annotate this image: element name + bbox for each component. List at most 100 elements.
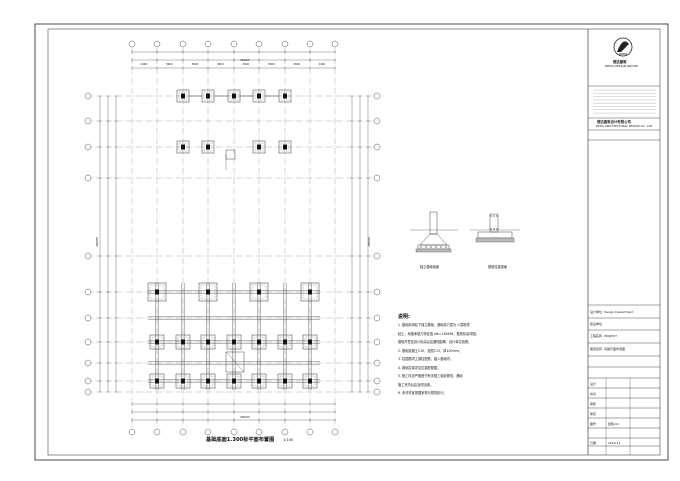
axis-bubble [373,288,381,296]
axis-bubble [373,143,381,151]
title-block-label: 设计单位 [590,310,603,314]
dim-left-total: 38600 [94,237,99,247]
axis-bubble [84,377,92,385]
note-line: 4. 基础拉梁详见拉梁配筋图。 [398,365,441,370]
footing-large [175,334,191,350]
column-stub [257,289,261,295]
column-stub [232,339,236,345]
footing-edge [253,375,265,387]
title-block-value: 基础平面布置图 [604,347,626,351]
axis-bubble [281,40,289,48]
note-line: 3. 柱插筋同上部柱配筋，锚入基础内。 [398,357,454,361]
footing-edge [304,336,316,348]
footing-edge [202,375,214,387]
footing-edge [279,336,291,348]
axis-bubble [84,288,92,296]
axis-bubble [373,388,381,396]
plan-scale: 1:100 [283,437,294,442]
rebar-dot [493,215,495,217]
column-stub [181,378,185,384]
footing-large [149,373,165,389]
footing-small [252,140,266,154]
title-block-label: 设计 [590,382,597,386]
rebar-dot [490,228,492,230]
column-stub [155,339,159,345]
column-stub [181,339,185,345]
rebar-dot [490,215,492,217]
pit [225,149,236,160]
column-stub [308,289,312,295]
footing-edge [177,336,189,348]
axis-bubble [306,428,314,436]
rebar-dot [430,246,432,248]
section-cushion [415,248,452,253]
column-stub [257,93,261,99]
footing-edge [279,375,291,387]
rebar-dot [496,215,498,217]
column-stub [155,289,159,295]
column-stub [155,378,159,384]
dim-segment-label: 3600 [191,63,199,66]
dim-segment-label: 3600 [268,63,275,66]
axis-bubble [84,359,92,367]
column-stub [283,144,287,150]
axis-bubble [373,314,381,322]
footing-edge [178,91,188,101]
column-stub [308,378,312,384]
axis-bubble [230,428,238,436]
axis-bubble [255,40,263,48]
inner-frame [47,28,661,456]
footing-edge [178,142,188,152]
footing-large [147,282,167,302]
column-stub [206,289,210,295]
company-logo [613,37,633,57]
company-name: 德达建筑设计有限公司 [597,120,631,124]
footing-edge [203,142,213,152]
axis-bubble [331,40,339,48]
axis-bubble [179,40,187,48]
footing-large [302,373,318,389]
foundation-plan [84,40,381,436]
title-block-value: 结施-01 [608,422,619,426]
section-caption-beam: 基础拉梁剖面 [488,265,508,269]
axis-bubble [373,174,381,182]
footing-edge [151,336,163,348]
title-block-label: 审定 [590,412,597,416]
title-block-label: 建设单位 [590,322,603,326]
footing-edge [149,284,165,300]
rebar-dot [445,246,447,248]
column-stub [257,144,261,150]
dim-top-total: 28000 [240,58,250,62]
axis-bubble [84,117,92,125]
column-stub [283,93,287,99]
note-line: 6. 未尽事宜按国家现行规范执行。 [398,391,447,395]
footing-large [251,334,267,350]
column-stub [181,93,185,99]
dim-segment-label: 3600 [217,63,224,66]
footing-small [278,140,292,154]
section-details [410,211,520,253]
axis-bubble [306,40,314,48]
title-block-label: 日期 [590,441,597,445]
footing-large [249,282,269,302]
footing-large [226,334,242,350]
title-block-label: 图号 [590,422,597,426]
axis-bubble [373,117,381,125]
dim-segment-label: 3600 [293,63,301,66]
title-block-value: Design Department [604,310,634,314]
title-block-label: 工程名称 [590,334,603,338]
axis-bubble [373,377,381,385]
footing-large [198,282,218,302]
footing-large [300,282,320,302]
stair-pit [225,351,245,373]
section-footing-slope [419,233,448,246]
footing-large [226,373,242,389]
note-line: 1. 基础采用柱下独立基础，基础持力层为 ②层粉质 [398,323,470,327]
section-beam-base [477,231,513,239]
title-block-value: PROJECT [604,334,617,338]
footing-edge [280,91,290,101]
dim-bottom-total: 28000 [240,415,250,419]
footing-edge [228,375,240,387]
